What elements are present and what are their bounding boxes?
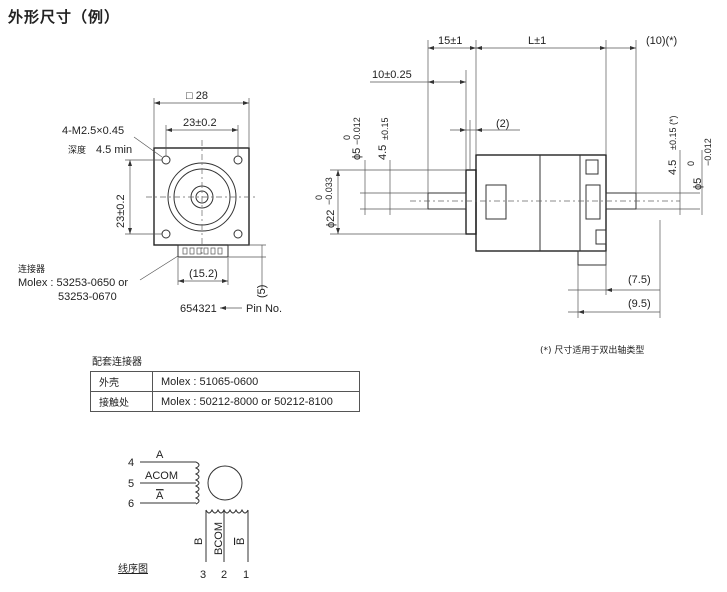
mount-hole-bl <box>161 229 171 239</box>
table-cell-key: 外壳 <box>90 371 153 392</box>
table-row: 外壳 Molex : 51065-0600 <box>90 371 360 392</box>
wire-sig-bcom: BCOM <box>213 522 225 555</box>
connector-label: 连接器 <box>18 263 45 275</box>
pin-numbers: 654321 <box>180 303 217 315</box>
wiring-diagram: 4 5 6 A ACOM A B BCOM B 3 2 1 <box>128 449 249 581</box>
dim-15: 15±1 <box>438 35 462 47</box>
connector-body <box>177 244 229 258</box>
shaft-tol-left-lower: −0.012 <box>352 117 362 145</box>
wire-pin-5: 5 <box>128 478 134 490</box>
wire-pin-1: 1 <box>243 569 249 581</box>
shaft-tol-left-upper: 0 <box>342 135 352 140</box>
flat-right: 4.5 <box>667 160 679 175</box>
coil-b <box>205 508 249 514</box>
rotor-circle <box>207 465 243 501</box>
wire-pin-6: 6 <box>128 498 134 510</box>
wiring-label: 线序图 <box>118 564 148 575</box>
depth-value: 4.5 min <box>96 144 132 156</box>
dim-9-5: (9.5) <box>628 298 651 310</box>
footnote: (*) 尺寸适用于双出轴类型 <box>540 346 645 356</box>
mount-hole-tr <box>233 155 243 165</box>
pilot-tol-lower: −0.033 <box>324 177 334 205</box>
shaft-dia-right: ϕ5 <box>692 178 704 190</box>
coil-a <box>194 461 200 505</box>
mount-hole-tl <box>161 155 171 165</box>
screw-spec: 4-M2.5×0.45 <box>62 125 124 137</box>
dim-square: □ 28 <box>186 90 208 102</box>
pilot-flange <box>465 169 477 235</box>
shaft-dia-left: ϕ5 <box>351 148 363 160</box>
front-view: □ 28 23±0.2 23±0.2 4-M2.5×0.45 深度 4.5 mi… <box>18 90 282 315</box>
dim-7-5: (7.5) <box>628 274 651 286</box>
pilot-dia: ϕ22 <box>325 210 337 228</box>
flat-left: 4.5 <box>377 145 389 160</box>
wire-sig-acom: ACOM <box>145 470 178 482</box>
flat-tol-right: ±0.15 (*) <box>668 116 678 150</box>
wire-sig-b: B <box>193 538 205 545</box>
side-view: 15±1 L±1 (10)(*) 10±0.25 (2) ϕ5 0 −0.012… <box>314 35 713 318</box>
wire-sig-bbar: B <box>235 538 247 545</box>
pilot-tol-upper: 0 <box>314 195 324 200</box>
wire-sig-a: A <box>156 449 164 461</box>
mount-hole-br <box>233 229 243 239</box>
dim-hole-spacing-h: 23±0.2 <box>183 117 217 129</box>
pin-label: Pin No. <box>246 303 282 315</box>
dim-10: (10)(*) <box>646 35 677 47</box>
flat-tol-left: ±0.15 <box>380 118 390 140</box>
mating-connector-table: 外壳 Molex : 51065-0600 接触处 Molex : 50212-… <box>90 371 360 412</box>
depth-label: 深度 <box>68 144 86 156</box>
dim-hole-spacing-v: 23±0.2 <box>115 194 127 228</box>
wire-pin-3: 3 <box>200 569 206 581</box>
table-cell-value: Molex : 51065-0600 <box>152 371 360 392</box>
dim-L: L±1 <box>528 35 546 47</box>
wire-sig-abar: A <box>156 490 164 502</box>
page-title: 外形尺寸（例） <box>8 8 121 26</box>
table-row: 接触处 Molex : 50212-8000 or 50212-8100 <box>90 391 360 412</box>
connector-part-2: 53253-0670 <box>58 291 117 303</box>
table-cell-value: Molex : 50212-8000 or 50212-8100 <box>152 391 360 412</box>
connector-width: (15.2) <box>189 268 218 280</box>
connector-height: (5) <box>256 285 268 298</box>
dim-10-025: 10±0.25 <box>372 69 412 81</box>
wire-pin-2: 2 <box>221 569 227 581</box>
shaft-tol-right-upper: 0 <box>686 161 696 166</box>
side-connector <box>577 250 607 266</box>
connector-part-1: Molex : 53253-0650 or <box>18 277 128 289</box>
mating-connector-title: 配套连接器 <box>92 357 142 368</box>
shaft-tol-right-lower: −0.012 <box>703 138 713 166</box>
dim-2: (2) <box>496 118 509 130</box>
wire-pin-4: 4 <box>128 457 134 469</box>
table-cell-key: 接触处 <box>90 391 153 412</box>
